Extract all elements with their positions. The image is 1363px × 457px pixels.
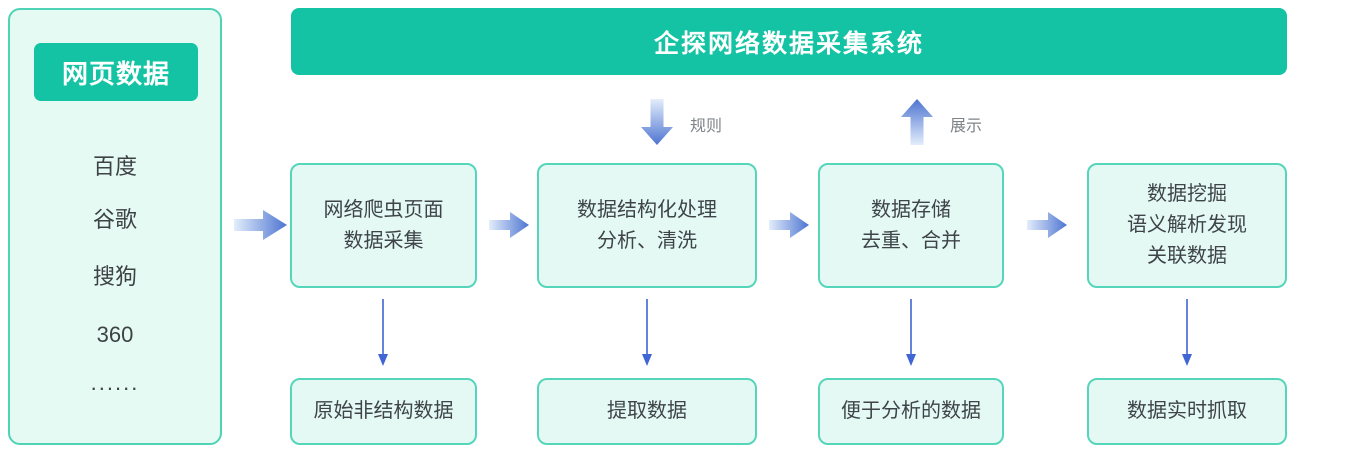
stage-box-crawler: 网络爬虫页面 数据采集 <box>290 163 477 288</box>
connector-arrow-down-icon <box>906 299 916 366</box>
arrow-right-icon <box>1027 212 1067 238</box>
arrow-right-icon <box>489 212 529 238</box>
output-box-realtime-capture: 数据实时抓取 <box>1087 378 1287 445</box>
stage-box-structuring: 数据结构化处理 分析、清洗 <box>537 163 757 288</box>
stage-box-mining: 数据挖掘 语义解析发现 关联数据 <box>1087 163 1287 288</box>
connector-arrow-down-icon <box>642 299 652 366</box>
source-item-google: 谷歌 <box>92 207 137 232</box>
source-item-baidu: 百度 <box>92 154 137 179</box>
stage-box-mining-label: 数据挖掘 语义解析发现 关联数据 <box>1127 183 1247 267</box>
stage-box-storage-label: 数据存储 去重、合并 <box>861 198 961 252</box>
rules-label: 规则 <box>690 118 723 135</box>
output-box-analyzable-data-label: 便于分析的数据 <box>841 400 981 422</box>
arrow-right-icon <box>769 212 809 238</box>
arrow-down-icon <box>641 99 673 145</box>
arrow-right-icon <box>234 210 287 240</box>
source-item-sogou: 搜狗 <box>92 264 137 289</box>
source-item-360: 360 <box>96 322 134 347</box>
output-box-raw-data-label: 原始非结构数据 <box>313 400 454 422</box>
connector-arrow-down-icon <box>378 299 388 366</box>
connector-arrow-down-icon <box>1182 299 1192 366</box>
output-box-analyzable-data: 便于分析的数据 <box>818 378 1004 445</box>
display-label: 展示 <box>950 118 983 135</box>
arrow-up-icon <box>901 99 933 145</box>
output-box-extracted-data-label: 提取数据 <box>607 400 687 422</box>
web-data-panel: 网页数据 百度 谷歌 搜狗 360 ...... <box>8 8 222 445</box>
system-banner-title: 企探网络数据采集系统 <box>653 29 924 58</box>
source-item-more: ...... <box>90 370 140 395</box>
system-banner: 企探网络数据采集系统 <box>291 8 1287 75</box>
output-box-raw-data: 原始非结构数据 <box>290 378 477 445</box>
stage-box-crawler-label: 网络爬虫页面 数据采集 <box>323 198 444 252</box>
stage-box-storage: 数据存储 去重、合并 <box>818 163 1004 288</box>
stage-box-structuring-label: 数据结构化处理 分析、清洗 <box>577 198 717 252</box>
web-data-panel-title: 网页数据 <box>34 43 198 101</box>
output-box-extracted-data: 提取数据 <box>537 378 757 445</box>
output-box-realtime-capture-label: 数据实时抓取 <box>1127 400 1247 422</box>
